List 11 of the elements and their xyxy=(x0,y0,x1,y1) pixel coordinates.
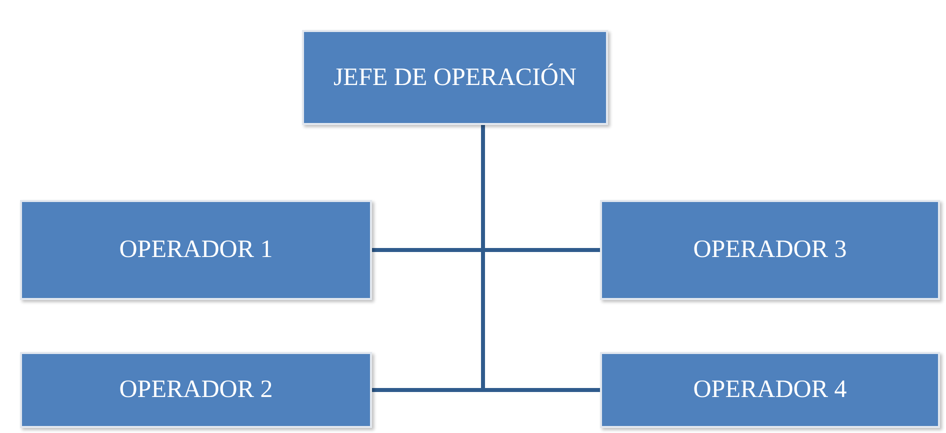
box-title: OPERADOR 4 xyxy=(693,375,847,406)
box-title: OPERADOR 3 xyxy=(693,235,847,266)
org-box xyxy=(20,352,372,428)
org-box xyxy=(600,200,940,300)
org-box xyxy=(600,352,940,428)
connector-line xyxy=(481,125,600,392)
org-box xyxy=(20,200,372,300)
box-title: OPERADOR 1 xyxy=(119,235,273,266)
box-title: OPERADOR 2 xyxy=(119,375,273,406)
org-box xyxy=(302,30,608,125)
box-title: JEFE DE OPERACIÓN xyxy=(333,62,577,93)
